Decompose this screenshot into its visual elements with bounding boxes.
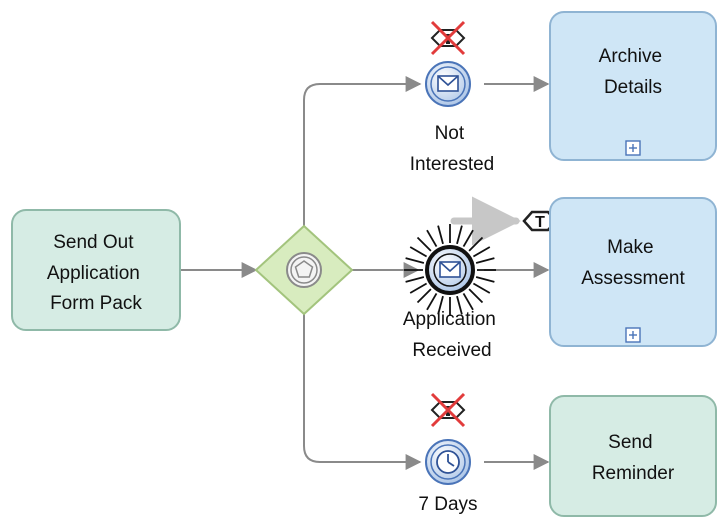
event-label-line: Not [435, 123, 465, 144]
burst-ray [462, 292, 474, 311]
task-label-line: Send [608, 432, 652, 453]
task-label-line: Application [47, 263, 140, 284]
burst-ray [426, 229, 438, 248]
burst-ray [462, 229, 474, 248]
highlight-burst [404, 224, 496, 316]
task-send-out-application[interactable]: Send Out Application Form Pack [11, 209, 181, 331]
task-box[interactable] [549, 395, 717, 517]
task-box[interactable] [11, 209, 181, 331]
burst-ray [475, 276, 495, 283]
burst-ray [409, 246, 428, 258]
event-label: 7 Days [418, 494, 477, 515]
event-label-line: Received [412, 340, 491, 361]
burst-ray [405, 257, 425, 264]
task-label-line: Send Out [53, 232, 134, 253]
task-label: Send Reminder [592, 432, 675, 484]
event-label: Application Received [403, 309, 501, 361]
token-letter: T [535, 214, 545, 231]
burst-ray [472, 282, 491, 294]
subprocess-archive-details[interactable]: Archive Details [549, 11, 717, 161]
subprocess-make-assessment[interactable]: Make Assessment [549, 197, 717, 347]
event-not-interested[interactable]: Not Interested [410, 20, 495, 175]
burst-ray [456, 225, 463, 245]
event-label: Not Interested [410, 123, 495, 175]
subprocess-label: Make Assessment [581, 237, 685, 289]
burst-ray [468, 236, 484, 252]
burst-ray [475, 257, 495, 264]
cancelled-token-marker [430, 392, 466, 428]
task-label-line: Form Pack [50, 293, 142, 314]
event-inner-ring [433, 253, 467, 287]
task-label: Send Out Application Form Pack [47, 232, 145, 314]
subprocess-label-line: Archive [599, 46, 662, 67]
event-based-gateway[interactable] [254, 224, 354, 316]
burst-ray [456, 295, 463, 315]
burst-ray [472, 246, 491, 258]
subprocess-label-line: Assessment [581, 268, 685, 289]
burst-ray [437, 295, 444, 315]
task-send-reminder[interactable]: Send Reminder [549, 395, 717, 517]
flow-gateway-to-not-interested[interactable] [303, 76, 422, 228]
envelope-icon [437, 75, 459, 92]
pentagon-icon [294, 260, 314, 278]
burst-ray [426, 292, 438, 311]
subprocess-label-line: Make [607, 237, 653, 258]
task-label-line: Reminder [592, 463, 675, 484]
flow-gateway-to-seven-days[interactable] [303, 312, 422, 470]
clock-icon [436, 450, 460, 474]
event-label-line: Interested [410, 154, 495, 175]
burst-ray [468, 288, 484, 304]
subprocess-box[interactable] [549, 11, 717, 161]
event-application-received[interactable]: T Application Received [403, 196, 558, 361]
subprocess-label-line: Details [604, 77, 662, 98]
burst-ray [409, 282, 428, 294]
burst-ray [416, 236, 432, 252]
subprocess-label: Archive Details [599, 46, 668, 98]
event-label-line: 7 Days [418, 494, 477, 515]
burst-ray [416, 288, 432, 304]
burst-ray [405, 276, 425, 283]
event-seven-days[interactable]: 7 Days [418, 392, 478, 515]
envelope-icon [439, 261, 461, 278]
event-label-line: Application [403, 309, 496, 330]
event-inner-ring [430, 444, 466, 480]
sequence-flows [180, 76, 550, 470]
burst-ray [437, 225, 444, 245]
expand-icon[interactable] [625, 327, 641, 343]
subprocess-box[interactable] [549, 197, 717, 347]
gateway-inner-ring [290, 256, 318, 284]
cancelled-token-marker [430, 20, 466, 56]
expand-icon[interactable] [625, 140, 641, 156]
event-inner-ring [430, 66, 466, 102]
